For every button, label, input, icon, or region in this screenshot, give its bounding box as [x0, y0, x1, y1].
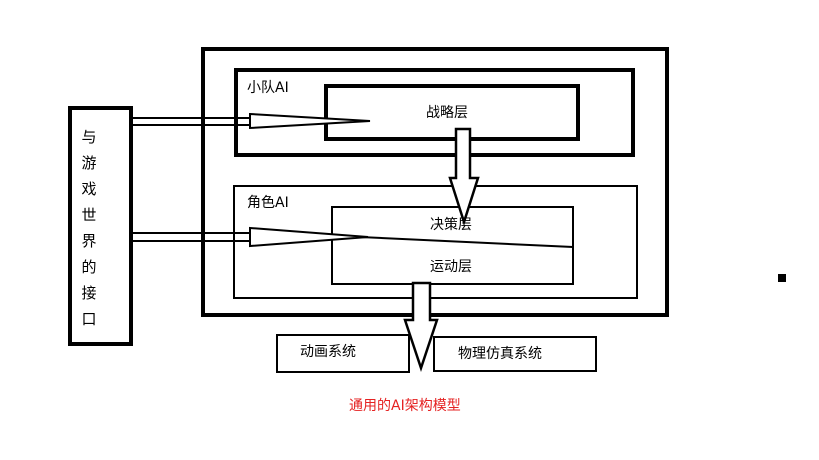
outer-architecture-frame: [201, 47, 669, 317]
strategy-layer-box: [324, 84, 580, 141]
interface-char-4: 世: [81, 206, 97, 224]
squad-ai-box: [234, 68, 635, 157]
animation-system-box: [276, 334, 410, 373]
decision-movement-box: [331, 206, 574, 285]
strategy-layer-label: 战略层: [426, 105, 468, 121]
squad-ai-label: 小队AI: [247, 80, 289, 96]
animation-system-label: 动画系统: [300, 344, 356, 360]
diagram-caption: 通用的AI架构模型: [349, 398, 461, 414]
interface-char-2: 游: [81, 154, 97, 172]
physics-system-box: [433, 336, 597, 372]
game-world-interface-box: [68, 106, 133, 346]
physics-system-label: 物理仿真系统: [458, 346, 542, 362]
interface-char-6: 的: [81, 258, 97, 276]
decision-layer-label: 决策层: [430, 217, 472, 233]
strategy-to-decision-arrow: [448, 127, 480, 227]
interface-char-3: 戏: [81, 180, 97, 198]
small-square-marker: [778, 274, 786, 282]
interface-char-1: 与: [81, 128, 97, 146]
interface-to-strategy-arrow: [131, 112, 371, 130]
interface-char-7: 接: [81, 284, 97, 302]
layer-divider-line: [359, 236, 574, 248]
interface-to-decision-arrow: [131, 226, 369, 248]
interface-char-8: 口: [81, 310, 97, 328]
interface-char-5: 界: [81, 232, 97, 250]
movement-layer-label: 运动层: [430, 259, 472, 275]
movement-to-systems-arrow: [403, 281, 439, 372]
character-ai-label: 角色AI: [247, 195, 289, 211]
